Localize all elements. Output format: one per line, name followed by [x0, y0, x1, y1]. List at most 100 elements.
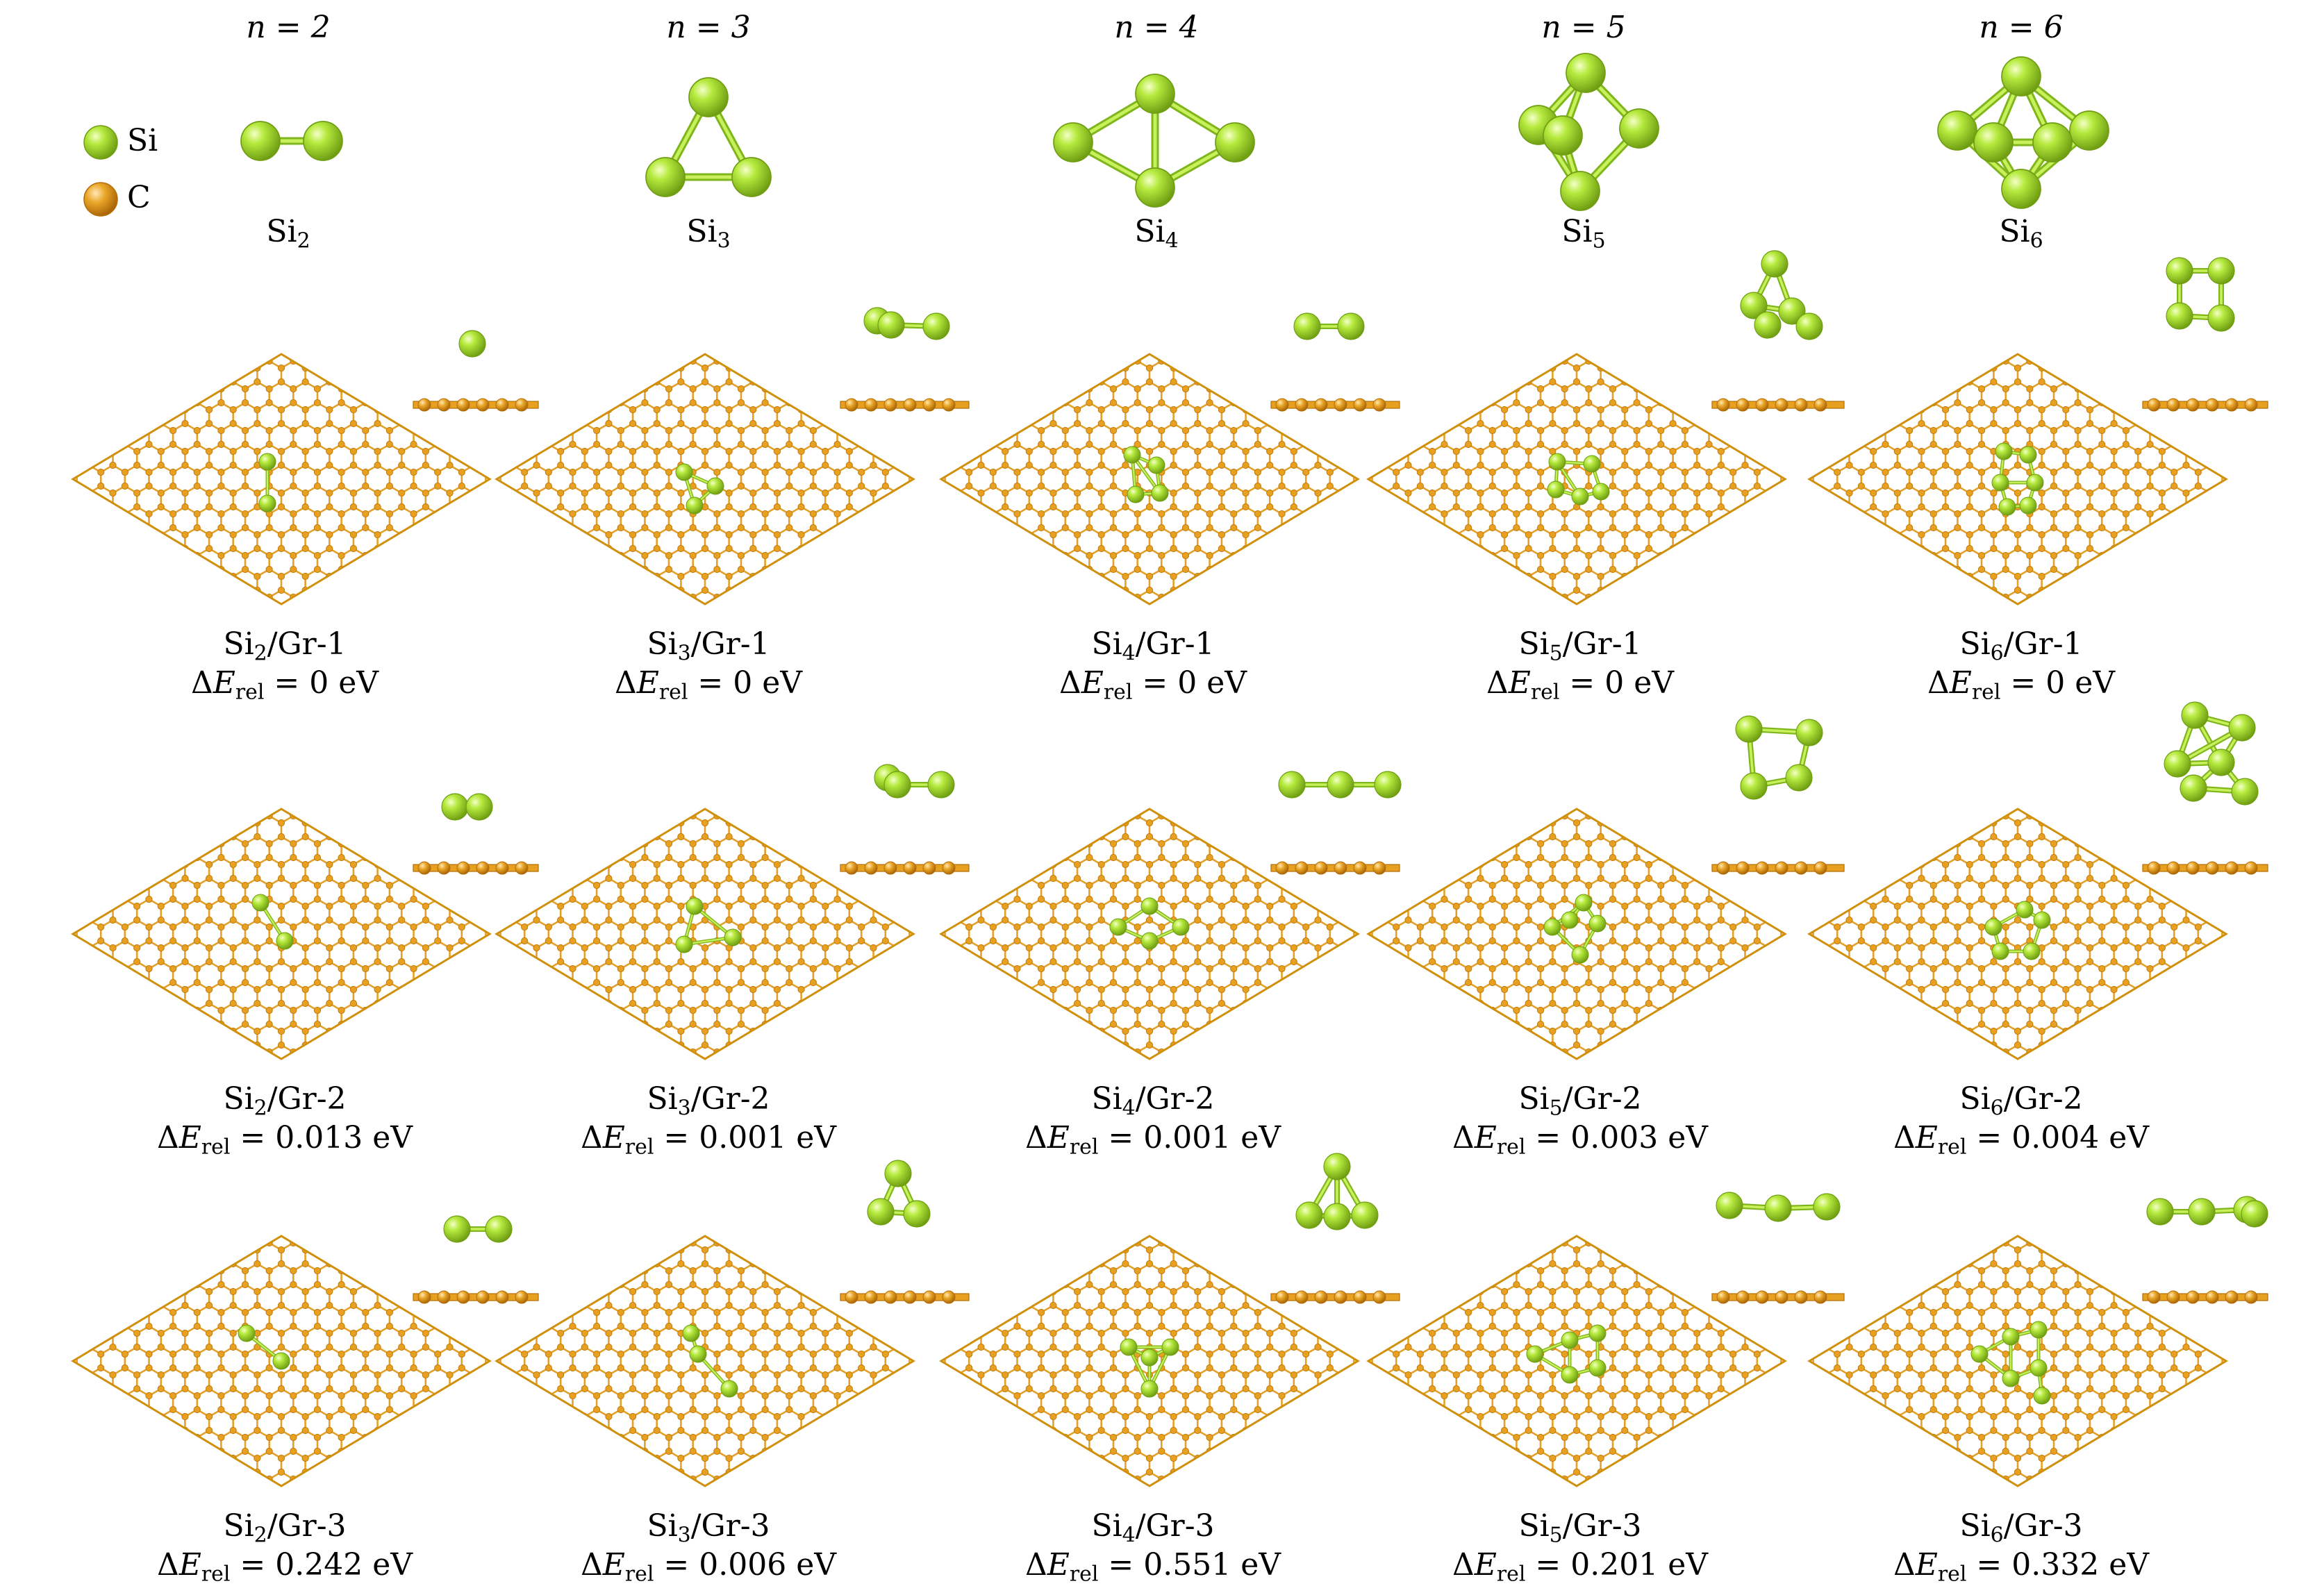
energy-unit: eV	[2099, 1547, 2149, 1583]
free-cluster-3-si-atom	[732, 158, 771, 197]
cluster-symbol: Si	[1959, 1081, 1990, 1117]
delta-symbol: Δ	[1486, 665, 1509, 701]
energy-subscript: rel	[201, 1562, 231, 1586]
side-slab-r1-c4	[1712, 399, 1844, 411]
adsorbed-side-r2-c3-si-atom	[1327, 771, 1354, 798]
side-slab-r3-c5	[2143, 1291, 2268, 1303]
delta-symbol: Δ	[191, 665, 213, 701]
energy-value: 0.004	[2011, 1120, 2099, 1155]
config-label-r3-c3: Si4/Gr-3	[1091, 1511, 1214, 1542]
energy-value: 0.332	[2011, 1547, 2099, 1583]
adsorbed-top-r1-c2-si-atom	[676, 464, 692, 481]
free-cluster-5-si-atom	[1566, 53, 1605, 92]
free-cluster-5-si-atom	[1561, 172, 1600, 210]
graphene-sheet-r3-c5	[1738, 1177, 2309, 1544]
energy-symbol: E	[1047, 1547, 1070, 1583]
side-slab-r2-c2	[840, 862, 969, 874]
free-cluster-6-si-atom	[2033, 123, 2072, 162]
energy-unit: eV	[363, 1120, 413, 1155]
free-cluster-3	[646, 78, 771, 197]
adsorbed-top-r2-c4-si-atom	[1589, 915, 1606, 932]
energy-symbol: E	[1509, 665, 1531, 701]
config-name: /Gr-2	[1136, 1081, 1215, 1117]
cluster-count: 6	[1991, 641, 2004, 665]
adsorbed-side-r3-c1-si-atom	[444, 1216, 470, 1242]
graphene-sheet-r1-c2-cell-outline	[497, 354, 913, 604]
graphene-sheet-r2-c4	[1297, 750, 1868, 1117]
free-cluster-5-si-atom	[1543, 116, 1582, 155]
legend-label-c: C	[127, 183, 151, 213]
free-cluster-3-si-atom	[646, 158, 685, 197]
side-slab-r2-c3	[1271, 862, 1400, 874]
config-label-r3-c5: Si6/Gr-3	[1959, 1511, 2082, 1542]
free-cluster-6-si-atom	[2002, 57, 2041, 96]
graphene-sheet-r1-c1-cell-outline	[73, 354, 490, 604]
equals-sign: =	[1098, 1120, 1143, 1155]
energy-subscript: rel	[1938, 1562, 1967, 1586]
cluster-symbol: Si	[223, 1508, 254, 1544]
equals-sign: =	[1966, 1547, 2011, 1583]
adsorbed-side-r2-c5-si-atom	[2180, 775, 2207, 801]
config-name: /Gr-3	[1136, 1508, 1215, 1544]
delta-symbol: Δ	[1025, 1120, 1047, 1155]
adsorbed-top-r3-c3-si-atom	[1120, 1339, 1137, 1355]
adsorbed-side-r2-c2-si-atom	[928, 771, 954, 798]
graphene-sheet-r1-c4	[1297, 295, 1868, 662]
config-label-r1-c1: Si2/Gr-1	[223, 629, 346, 660]
cluster-count: 3	[678, 641, 691, 665]
adsorbed-side-r3-c4-si-atom	[1765, 1195, 1791, 1221]
delta-symbol: Δ	[615, 665, 637, 701]
adsorbed-top-r3-c5-si-atom	[2002, 1328, 2019, 1345]
cluster-count: 2	[297, 228, 310, 253]
graphene-sheet-r2-c3	[870, 750, 1441, 1117]
adsorbed-top-r1-c5-si-atom	[2020, 446, 2036, 463]
graphene-sheet-r2-c4-cell-outline	[1368, 809, 1785, 1059]
adsorbed-side-r1-c4-si-atom	[1796, 313, 1823, 340]
adsorbed-top-r3-c2-si-atom	[690, 1346, 706, 1362]
legend-si-sphere	[84, 126, 117, 159]
free-cluster-label-6: Si6	[1999, 217, 2043, 247]
cluster-count: 6	[1991, 1096, 2004, 1120]
cluster-count: 3	[678, 1096, 691, 1120]
cluster-symbol: Si	[1091, 1081, 1122, 1117]
adsorbed-side-r3-c4-si-atom	[1813, 1194, 1840, 1220]
energy-unit: eV	[1658, 1120, 1708, 1155]
adsorbed-top-r3-c1-si-atom	[273, 1353, 290, 1369]
config-name: /Gr-1	[1563, 626, 1642, 662]
config-label-r3-c1: Si2/Gr-3	[223, 1511, 346, 1542]
adsorbed-side-r2-c1-si-atom	[442, 794, 468, 820]
adsorbed-top-r3-c5-si-atom	[2030, 1360, 2047, 1376]
side-slab-r2-c4	[1712, 862, 1844, 874]
free-cluster-6-si-atom	[1974, 123, 2013, 162]
config-label-r2-c5: Si6/Gr-2	[1959, 1084, 2082, 1115]
free-cluster-2-si-atom	[304, 122, 342, 160]
adsorbed-top-r1-c5-si-atom	[1992, 474, 2009, 491]
side-slab-r1-c2	[840, 399, 969, 411]
adsorbed-top-r2-c1-si-atom	[276, 933, 293, 949]
equals-sign: =	[654, 1120, 699, 1155]
cluster-symbol: Si	[1959, 626, 1990, 662]
equals-sign: =	[1525, 1547, 1570, 1583]
adsorbed-side-r2-c2-si-atom	[884, 771, 911, 798]
adsorbed-top-r2-c3-si-atom	[1141, 933, 1158, 949]
energy-symbol: E	[179, 1120, 201, 1155]
adsorbed-top-r1-c4-si-atom	[1572, 488, 1588, 505]
cluster-symbol: Si	[1518, 1081, 1549, 1117]
energy-symbol: E	[603, 1547, 625, 1583]
adsorbed-side-r2-c3-si-atom	[1279, 771, 1305, 798]
adsorbed-side-r3-c3-si-atom	[1324, 1153, 1350, 1180]
config-label-r2-c1: Si2/Gr-2	[223, 1084, 346, 1115]
graphene-sheet-r2-c5	[1738, 750, 2309, 1117]
adsorbed-side-r1-c5-si-atom	[2208, 258, 2234, 284]
free-cluster-4	[1054, 74, 1254, 207]
adsorbed-side-r1-c4-si-atom	[1761, 251, 1788, 277]
n-label-4: n = 4	[1114, 12, 1198, 43]
n-label-3: n = 3	[666, 12, 750, 43]
energy-value: 0	[2045, 665, 2065, 701]
delta-symbol: Δ	[1452, 1120, 1475, 1155]
config-name: /Gr-1	[691, 626, 770, 662]
energy-unit: eV	[1231, 1547, 1281, 1583]
cluster-count: 2	[254, 1096, 267, 1120]
adsorbed-side-r1-c4-si-atom	[1754, 312, 1781, 338]
adsorbed-top-r3-c5	[1971, 1321, 2050, 1404]
